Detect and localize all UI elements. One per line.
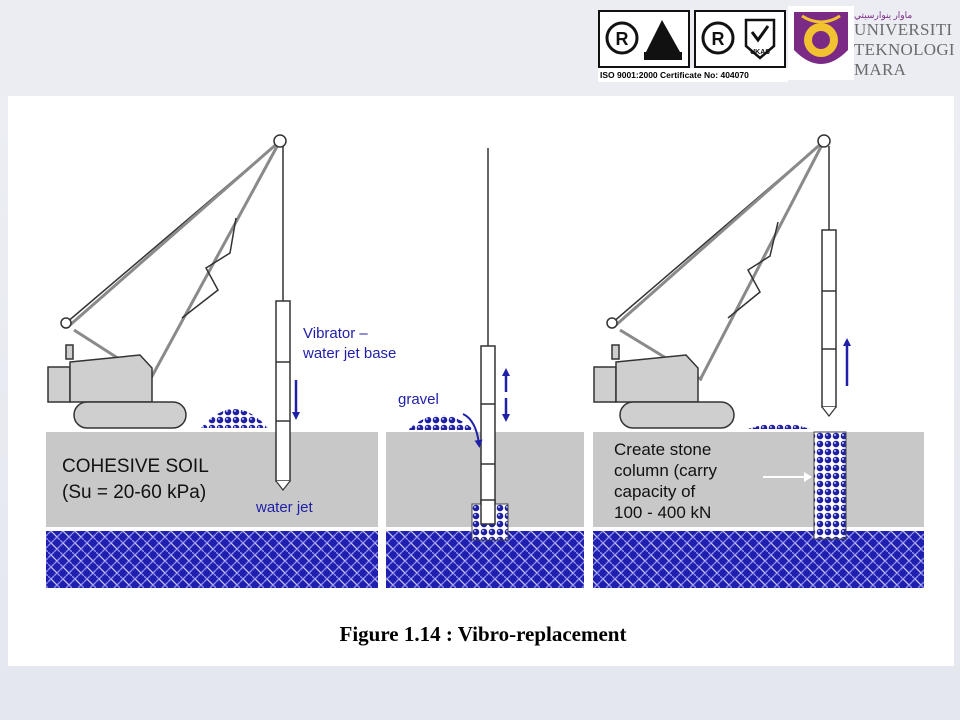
- column-label-4: 100 - 400 kN: [614, 503, 711, 522]
- crane-1: [47, 134, 291, 491]
- logo-strip: R R UKAS ISO 9001:2000 Certificate No: 4…: [598, 6, 958, 82]
- stone-column: [813, 431, 847, 540]
- column-label-2: column (carry: [614, 461, 717, 480]
- gravel-pile-3: [748, 423, 810, 429]
- gravel-label: gravel: [398, 391, 439, 408]
- soil-layer-3: [593, 432, 924, 527]
- bearing-layer-1: [46, 531, 378, 588]
- soil-label-1: COHESIVE SOIL: [62, 456, 209, 477]
- vibrator-probe-2: [480, 148, 496, 525]
- crane-3: [593, 134, 837, 429]
- uitm-crest-icon: [788, 6, 854, 80]
- university-name-line-2: TEKNOLOGI: [854, 40, 955, 59]
- iso-logo-1: R: [598, 10, 690, 68]
- column-label-3: capacity of: [614, 482, 696, 501]
- university-name: ﻣﺎﻭﺍﺭ ﻳﻨﻮﺍﺭﺳﻴﺘﻲ UNIVERSITI TEKNOLOGI MAR…: [854, 10, 955, 79]
- bearing-layer-3: [593, 531, 924, 588]
- gravel-pile-2: [408, 415, 474, 430]
- gravel-pile-1: [201, 409, 268, 428]
- vibrator-label-2: water jet base: [302, 345, 396, 362]
- registered-mark-2: R: [712, 29, 725, 49]
- column-pointer-arrow-head: [804, 472, 812, 482]
- iso-certificate-text: ISO 9001:2000 Certificate No: 404070: [598, 68, 788, 82]
- university-name-line-3: MARA: [854, 60, 907, 79]
- university-name-line-1: UNIVERSITI: [854, 20, 953, 39]
- figure-caption: Figure 1.14 : Vibro-replacement: [339, 622, 627, 646]
- iso-logo-2: R UKAS: [694, 10, 786, 68]
- gravel-arrow-icon: [462, 413, 483, 448]
- soil-label-2: (Su = 20-60 kPa): [62, 482, 206, 503]
- registered-mark: R: [616, 29, 629, 49]
- soil-layer-1: [46, 432, 378, 527]
- ukas-mark: UKAS: [750, 49, 770, 56]
- water-jet-label: water jet: [255, 499, 314, 516]
- column-label-1: Create stone: [614, 440, 711, 459]
- vibrator-label-1: Vibrator –: [303, 325, 368, 342]
